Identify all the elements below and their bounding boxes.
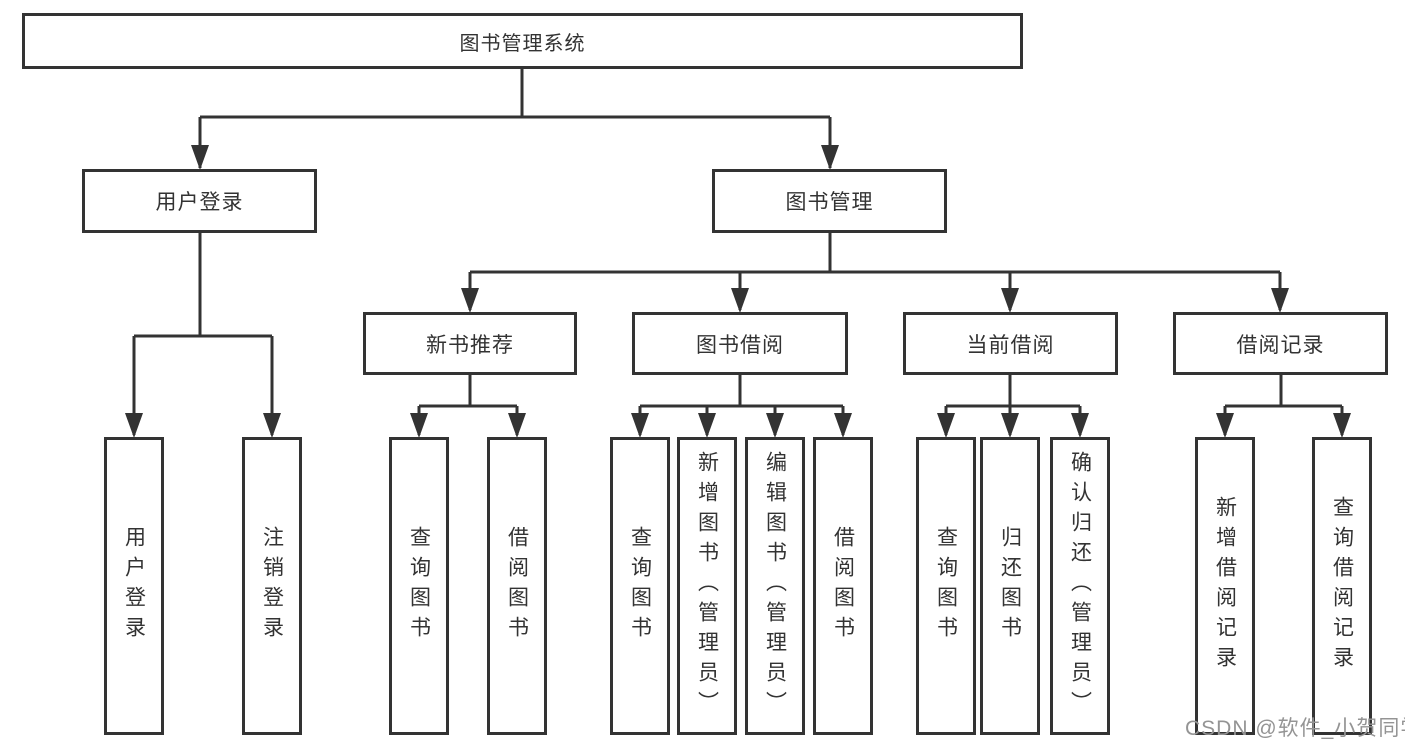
node-book-borrow: 图书借阅 [632,312,848,375]
node-query-books-recommend-label: 查询图书 [407,526,431,646]
node-book-management: 图书管理 [712,169,947,233]
node-library-system-label: 图书管理系统 [459,32,586,55]
node-user-login-action: 用户登录 [104,437,164,735]
node-query-borrow-record-label: 查询借阅记录 [1330,496,1354,676]
node-new-book-recommend-label: 新书推荐 [426,333,514,357]
connector-new-book-children [417,375,519,435]
node-query-books-borrow-label: 查询图书 [628,526,652,646]
node-confirm-return-admin-label: 确认归还（管理员） [1068,451,1092,721]
node-query-borrow-record: 查询借阅记录 [1312,437,1372,735]
node-borrow-books-recommend: 借阅图书 [487,437,547,735]
connector-book-borrow-children [638,375,845,435]
connector-book-mgmt-children [468,233,1282,310]
node-add-borrow-record: 新增借阅记录 [1195,437,1255,735]
csdn-watermark: CSDN @软件_小贺同学 [1185,717,1405,740]
node-current-borrow-label: 当前借阅 [966,333,1055,357]
node-library-system: 图书管理系统 [22,13,1023,69]
node-current-borrow: 当前借阅 [903,312,1118,375]
node-new-book-recommend: 新书推荐 [363,312,577,375]
node-query-books-current: 查询图书 [916,437,976,735]
node-confirm-return-admin: 确认归还（管理员） [1050,437,1110,735]
arrowheads [125,145,1351,438]
node-edit-book-admin-label: 编辑图书（管理员） [763,451,787,721]
node-query-books-borrow: 查询图书 [610,437,670,735]
node-logout: 注销登录 [242,437,302,735]
node-book-borrow-label: 图书借阅 [696,333,784,357]
node-add-book-admin: 新增图书（管理员） [677,437,737,735]
node-query-books-current-label: 查询图书 [934,526,958,646]
node-user-login-action-label: 用户登录 [122,526,146,646]
node-logout-label: 注销登录 [260,526,284,646]
node-return-book-label: 归还图书 [998,526,1022,646]
node-borrow-books-action-label: 借阅图书 [831,526,855,646]
node-add-book-admin-label: 新增图书（管理员） [695,451,719,721]
node-borrow-records: 借阅记录 [1173,312,1388,375]
node-book-management-label: 图书管理 [785,191,874,214]
node-query-books-recommend: 查询图书 [389,437,449,735]
node-return-book: 归还图书 [980,437,1040,735]
connector-user-login-children [132,233,274,435]
node-borrow-books-recommend-label: 借阅图书 [505,526,529,646]
node-user-login-label: 用户登录 [155,191,244,214]
node-edit-book-admin: 编辑图书（管理员） [745,437,805,735]
connector-borrow-records-children [1223,375,1344,435]
connector-root-to-level2 [198,68,832,168]
node-add-borrow-record-label: 新增借阅记录 [1213,496,1237,676]
node-borrow-books-action: 借阅图书 [813,437,873,735]
node-borrow-records-label: 借阅记录 [1236,333,1325,357]
node-user-login: 用户登录 [82,169,317,233]
